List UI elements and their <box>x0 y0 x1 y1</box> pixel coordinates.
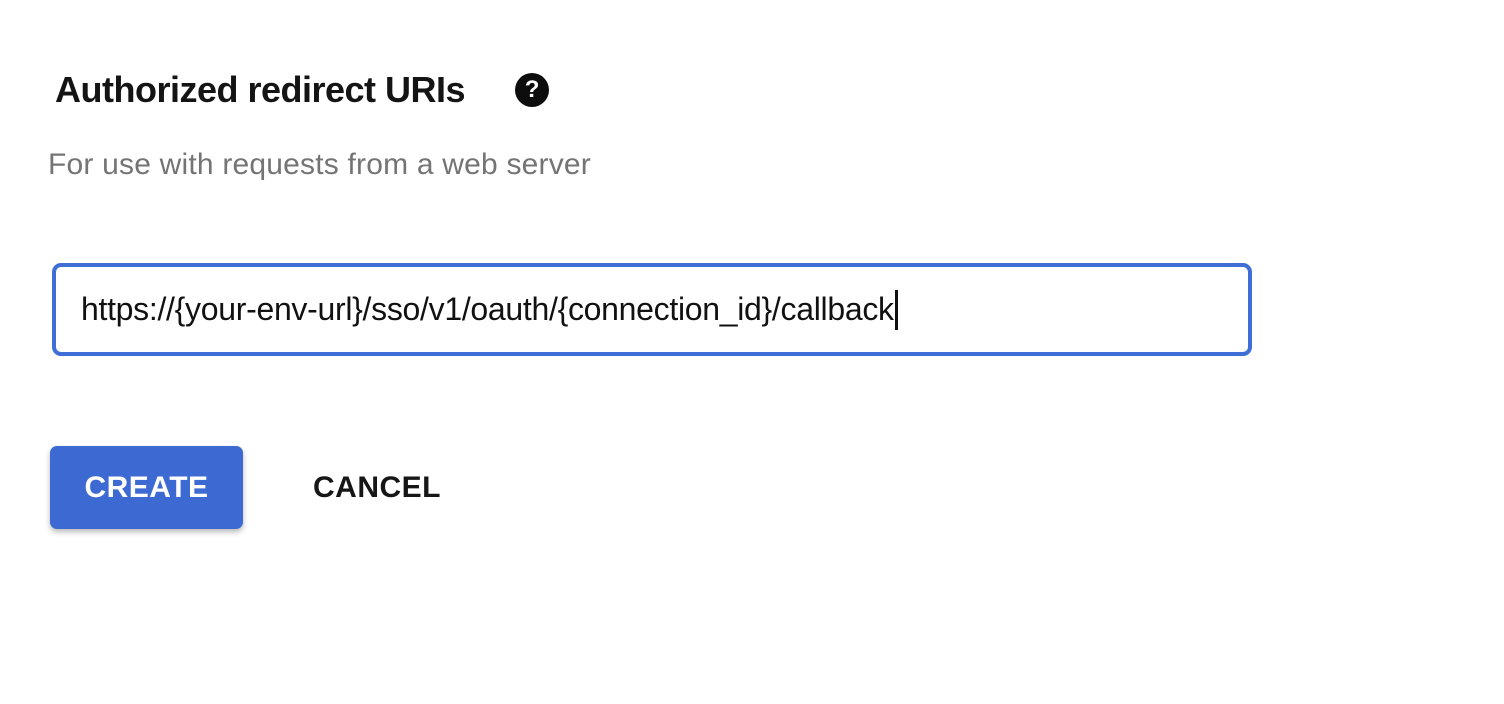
create-button[interactable]: CREATE <box>50 446 243 529</box>
cancel-button[interactable]: CANCEL <box>313 461 441 515</box>
section-description: For use with requests from a web server <box>48 148 591 181</box>
redirect-uri-value: https://{your-env-url}/sso/v1/oauth/{con… <box>81 291 894 327</box>
text-cursor <box>894 289 898 330</box>
section-title: Authorized redirect URIs <box>55 69 466 110</box>
form-actions: CREATE CANCEL <box>50 446 441 529</box>
redirect-uri-input[interactable]: https://{your-env-url}/sso/v1/oauth/{con… <box>52 263 1252 356</box>
heading-row: Authorized redirect URIs ? <box>55 69 550 110</box>
help-icon[interactable]: ? <box>515 73 550 107</box>
